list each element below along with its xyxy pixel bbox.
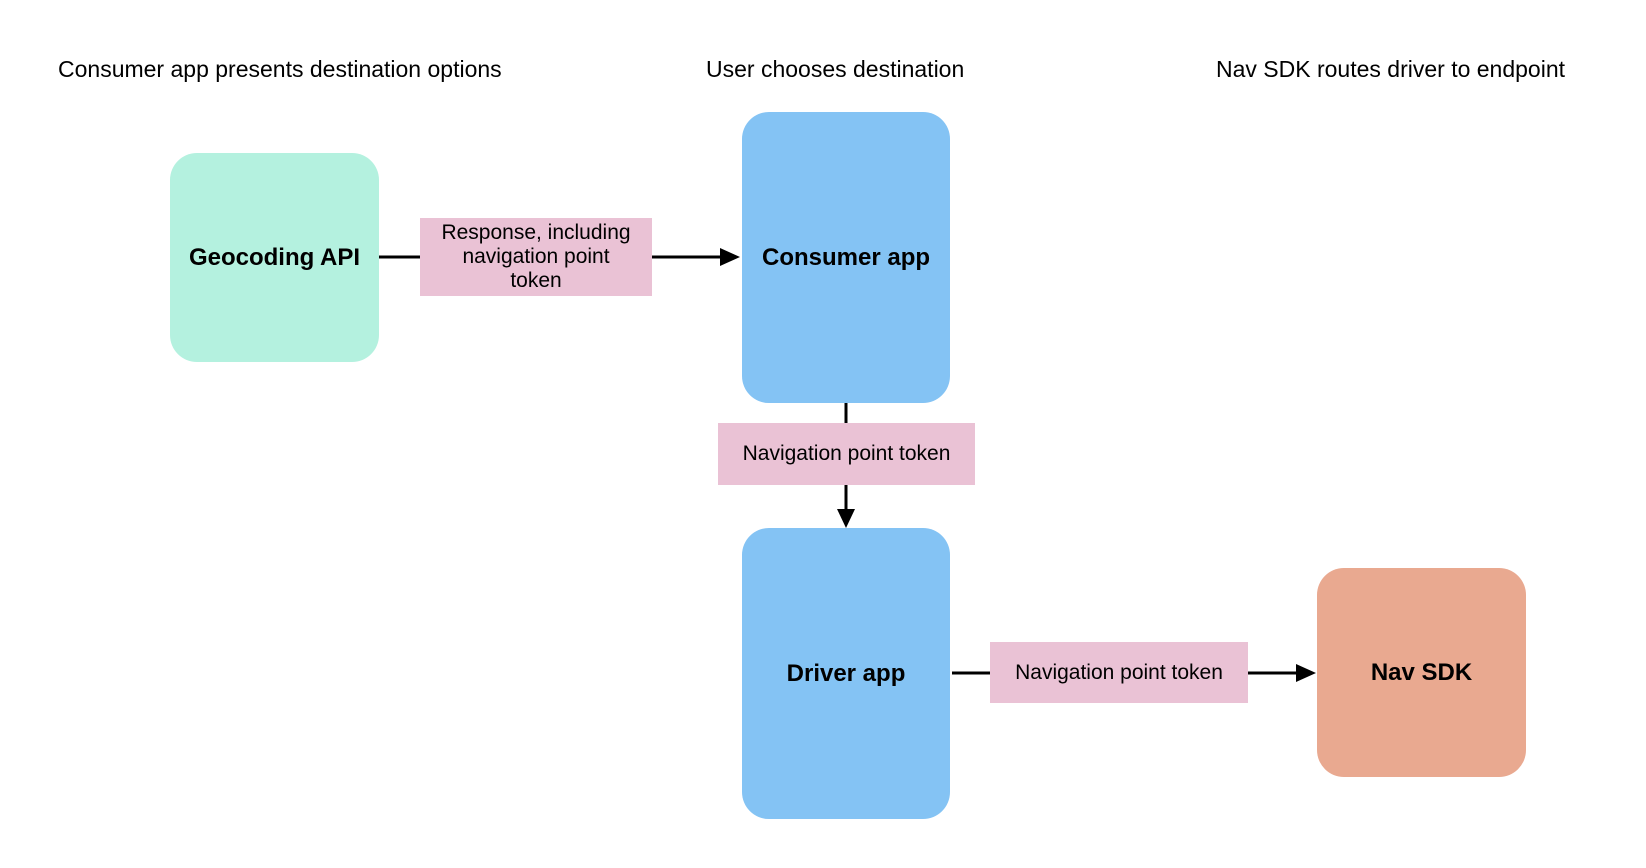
edge-consumer-driver-arrowhead: [837, 509, 855, 528]
heading-middle: User chooses destination: [706, 56, 965, 82]
edge-label-geocoding-consumer: Response, including navigation point tok…: [420, 218, 652, 296]
edge-label-line-1: Response, including: [441, 221, 631, 244]
edge-label-consumer-driver: Navigation point token: [718, 423, 975, 485]
edge-label-line-2: navigation point: [462, 245, 610, 268]
node-nav-sdk: Nav SDK: [1317, 568, 1526, 777]
node-consumer-app: Consumer app: [742, 112, 950, 403]
node-driver-app: Driver app: [742, 528, 950, 819]
heading-left: Consumer app presents destination option…: [58, 56, 502, 82]
edge-driver-navsdk-arrowhead: [1296, 664, 1316, 682]
edge-label-driver-navsdk: Navigation point token: [990, 642, 1248, 703]
heading-right: Nav SDK routes driver to endpoint: [1216, 56, 1566, 82]
edge-geocoding-consumer-arrowhead: [720, 248, 740, 266]
node-geocoding-api: Geocoding API: [170, 153, 379, 362]
edge-label-line-3: token: [510, 269, 562, 292]
